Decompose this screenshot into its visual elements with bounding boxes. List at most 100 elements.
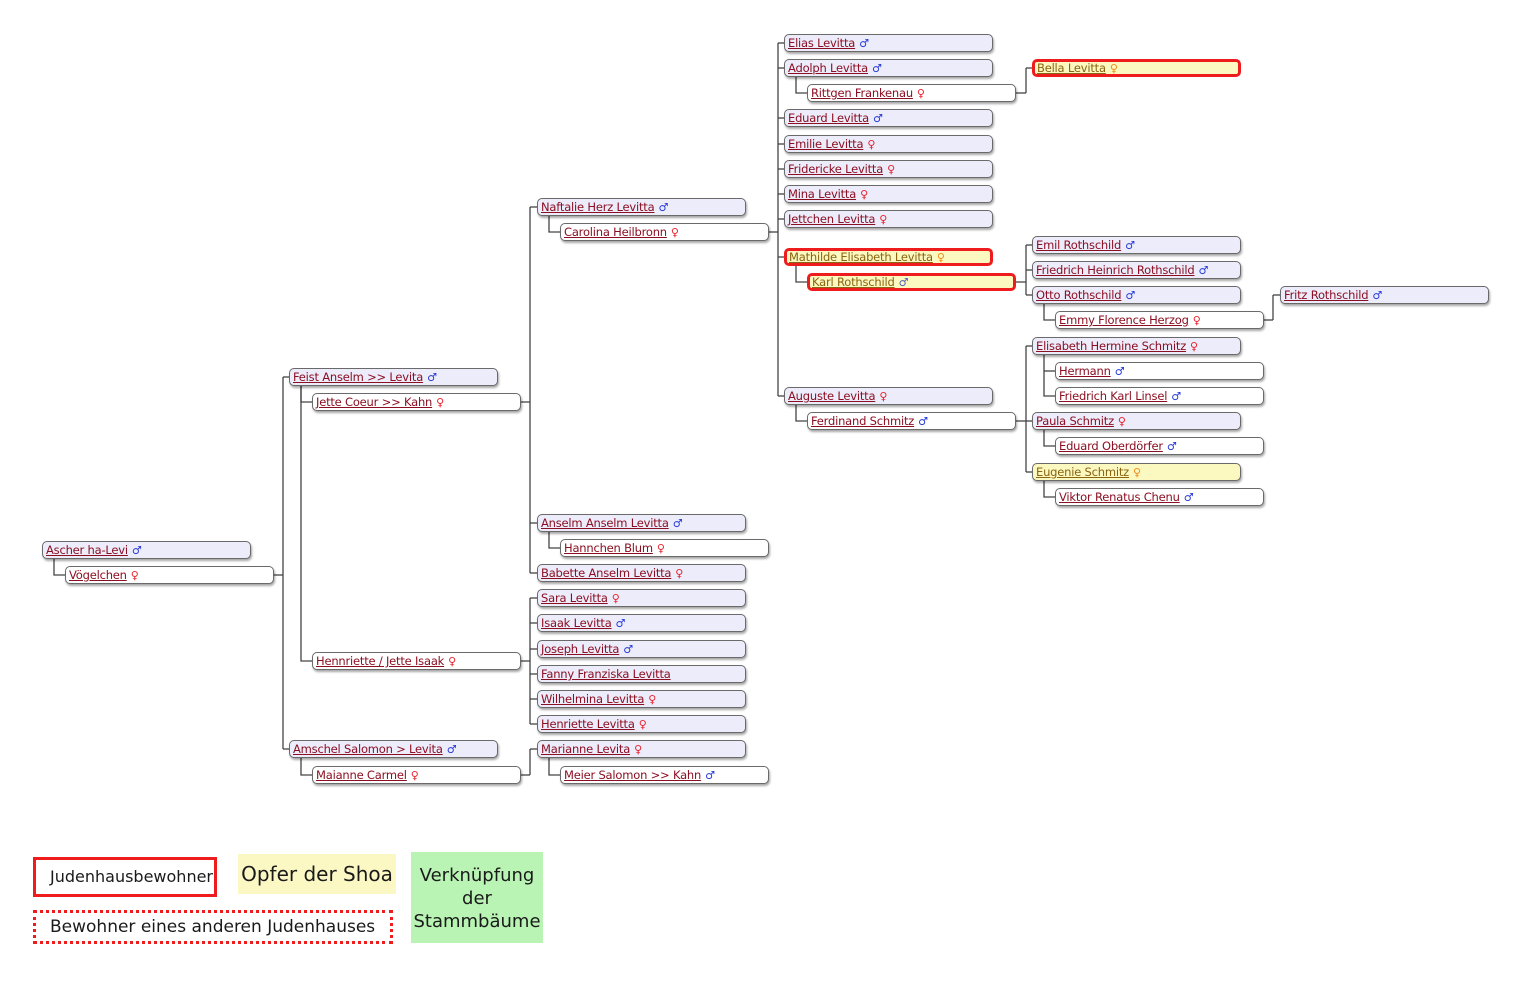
- person-node-eduard[interactable]: Eduard Levitta♂: [784, 109, 993, 127]
- person-node-auguste[interactable]: Auguste Levitta♀: [784, 387, 993, 405]
- person-node-hermann[interactable]: Hermann♂: [1055, 362, 1264, 380]
- male-symbol-icon: ♂: [658, 201, 669, 214]
- person-name-link[interactable]: Fridericke Levitta: [788, 162, 884, 176]
- person-name-link[interactable]: Rittgen Frankenau: [811, 86, 913, 100]
- person-node-babette[interactable]: Babette Anselm Levitta♀: [537, 564, 746, 582]
- person-name-link[interactable]: Bella Levitta: [1037, 61, 1106, 75]
- person-name-link[interactable]: Ascher ha-Levi: [46, 543, 128, 557]
- person-node-sara[interactable]: Sara Levitta♀: [537, 589, 746, 607]
- person-name-link[interactable]: Viktor Renatus Chenu: [1059, 490, 1180, 504]
- person-name-link[interactable]: Feist Anselm >> Levita: [293, 370, 424, 384]
- person-name-link[interactable]: Joseph Levitta: [541, 642, 620, 656]
- person-node-jette-coeur[interactable]: Jette Coeur >> Kahn♀: [312, 393, 521, 411]
- person-node-carolina[interactable]: Carolina Heilbronn♀: [560, 223, 769, 241]
- person-node-fanny[interactable]: Fanny Franziska Levitta: [537, 665, 746, 683]
- person-name-link[interactable]: Hennriette / Jette Isaak: [316, 654, 445, 668]
- person-node-isaak[interactable]: Isaak Levitta♂: [537, 614, 746, 632]
- person-name-link[interactable]: Eduard Levitta: [788, 111, 869, 125]
- person-name-link[interactable]: Jette Coeur >> Kahn: [316, 395, 433, 409]
- person-node-hannchen[interactable]: Hannchen Blum♀: [560, 539, 769, 557]
- person-node-elias[interactable]: Elias Levitta♂: [784, 34, 993, 52]
- person-name-link[interactable]: Vögelchen: [69, 568, 127, 582]
- spouse-connector: [1043, 481, 1055, 498]
- person-node-amschel[interactable]: Amschel Salomon > Levita♂: [289, 740, 498, 758]
- person-node-fritz[interactable]: Fritz Rothschild♂: [1280, 286, 1489, 304]
- person-name-link[interactable]: Henriette Levitta: [541, 717, 635, 731]
- person-node-emil[interactable]: Emil Rothschild♂: [1032, 236, 1241, 254]
- person-name-link[interactable]: Babette Anselm Levitta: [541, 566, 672, 580]
- legend-other-judenhaus: Bewohner eines anderen Judenhauses: [33, 910, 393, 944]
- person-name-link[interactable]: Elias Levitta: [788, 36, 856, 50]
- person-node-anselm[interactable]: Anselm Anselm Levitta♂: [537, 514, 746, 532]
- person-node-ascher[interactable]: Ascher ha-Levi♂: [42, 541, 251, 559]
- person-node-adolph[interactable]: Adolph Levitta ♂: [784, 59, 993, 77]
- person-node-marianne[interactable]: Marianne Levita♀: [537, 740, 746, 758]
- spouse-connector: [300, 386, 312, 403]
- person-name-link[interactable]: Auguste Levitta: [788, 389, 876, 403]
- person-node-paula[interactable]: Paula Schmitz♀: [1032, 412, 1241, 430]
- person-name-link[interactable]: Ferdinand Schmitz: [811, 414, 915, 428]
- person-name-link[interactable]: Naftalie Herz Levitta: [541, 200, 655, 214]
- person-name-link[interactable]: Wilhelmina Levitta: [541, 692, 645, 706]
- person-name-link[interactable]: Jettchen Levitta: [788, 212, 876, 226]
- person-name-link[interactable]: Hermann: [1059, 364, 1111, 378]
- person-node-fridericke[interactable]: Fridericke Levitta♀: [784, 160, 993, 178]
- person-node-wilhelmina[interactable]: Wilhelmina Levitta♀: [537, 690, 746, 708]
- person-name-link[interactable]: Anselm Anselm Levitta: [541, 516, 669, 530]
- person-name-link[interactable]: Otto Rothschild: [1036, 288, 1122, 302]
- male-symbol-icon: ♂: [872, 62, 882, 75]
- person-node-rittgen[interactable]: Rittgen Frankenau♀: [807, 84, 1016, 102]
- person-node-naftalie[interactable]: Naftalie Herz Levitta♂: [537, 198, 746, 216]
- person-node-viktor[interactable]: Viktor Renatus Chenu♂: [1055, 488, 1264, 506]
- person-node-mathilde[interactable]: Mathilde Elisabeth Levitta♀: [784, 248, 993, 266]
- person-name-link[interactable]: Fritz Rothschild: [1284, 288, 1369, 302]
- person-name-link[interactable]: Elisabeth Hermine Schmitz: [1036, 339, 1187, 353]
- person-name-link[interactable]: Emmy Florence Herzog: [1059, 313, 1189, 327]
- person-node-joseph[interactable]: Joseph Levitta♂: [537, 640, 746, 658]
- female-symbol-icon: ♀: [879, 390, 888, 403]
- person-name-link[interactable]: Eugenie Schmitz: [1036, 465, 1129, 479]
- male-symbol-icon: ♂: [918, 415, 928, 428]
- person-name-link[interactable]: Marianne Levita: [541, 742, 631, 756]
- person-name-link[interactable]: Fanny Franziska Levitta: [541, 667, 671, 681]
- person-node-friedrich-h[interactable]: Friedrich Heinrich Rothschild♂: [1032, 261, 1241, 279]
- female-symbol-icon: ♀: [634, 743, 643, 756]
- person-name-link[interactable]: Paula Schmitz: [1036, 414, 1114, 428]
- person-name-link[interactable]: Amschel Salomon > Levita: [293, 742, 443, 756]
- person-node-elisabeth-h[interactable]: Elisabeth Hermine Schmitz♀: [1032, 337, 1241, 355]
- person-name-link[interactable]: Emil Rothschild: [1036, 238, 1122, 252]
- person-name-link[interactable]: Friedrich Karl Linsel: [1059, 389, 1168, 403]
- person-name-link[interactable]: Isaak Levitta: [541, 616, 612, 630]
- person-node-henriette[interactable]: Henriette Levitta♀: [537, 715, 746, 733]
- person-node-voegelchen[interactable]: Vögelchen♀: [65, 566, 274, 584]
- person-node-ferdinand[interactable]: Ferdinand Schmitz♂: [807, 412, 1016, 430]
- person-name-link[interactable]: Sara Levitta: [541, 591, 608, 605]
- person-node-meier[interactable]: Meier Salomon >> Kahn♂: [560, 766, 769, 784]
- female-symbol-icon: ♀: [448, 655, 457, 668]
- person-node-friedrich-k[interactable]: Friedrich Karl Linsel♂: [1055, 387, 1264, 405]
- person-name-link[interactable]: Mina Levitta: [788, 187, 857, 201]
- person-node-eugenie[interactable]: Eugenie Schmitz♀: [1032, 463, 1241, 481]
- person-name-link[interactable]: Adolph Levitta: [788, 61, 868, 75]
- person-name-link[interactable]: Eduard Oberdörfer: [1059, 439, 1163, 453]
- person-node-feist[interactable]: Feist Anselm >> Levita♂: [289, 368, 498, 386]
- person-node-jettchen[interactable]: Jettchen Levitta♀: [784, 210, 993, 228]
- person-node-maianne[interactable]: Maianne Carmel♀: [312, 766, 521, 784]
- person-name-link[interactable]: Meier Salomon >> Kahn: [564, 768, 702, 782]
- person-node-eduard-o[interactable]: Eduard Oberdörfer♂: [1055, 437, 1264, 455]
- person-name-link[interactable]: Hannchen Blum: [564, 541, 653, 555]
- person-name-link[interactable]: Mathilde Elisabeth Levitta: [789, 250, 933, 264]
- person-node-bella[interactable]: Bella Levitta♀: [1032, 59, 1241, 77]
- person-name-link[interactable]: Karl Rothschild: [812, 275, 895, 289]
- person-node-hennriette[interactable]: Hennriette / Jette Isaak♀: [312, 652, 521, 670]
- person-node-otto[interactable]: Otto Rothschild♂: [1032, 286, 1241, 304]
- person-name-link[interactable]: Emilie Levitta: [788, 137, 864, 151]
- person-name-link[interactable]: Maianne Carmel: [316, 768, 407, 782]
- person-node-karl[interactable]: Karl Rothschild♂: [807, 273, 1016, 291]
- person-name-link[interactable]: Carolina Heilbronn: [564, 225, 667, 239]
- person-name-link[interactable]: Friedrich Heinrich Rothschild: [1036, 263, 1195, 277]
- female-symbol-icon: ♀: [1192, 314, 1201, 327]
- person-node-emilie[interactable]: Emilie Levitta♀: [784, 135, 993, 153]
- person-node-emmy[interactable]: Emmy Florence Herzog♀: [1055, 311, 1264, 329]
- person-node-mina[interactable]: Mina Levitta♀: [784, 185, 993, 203]
